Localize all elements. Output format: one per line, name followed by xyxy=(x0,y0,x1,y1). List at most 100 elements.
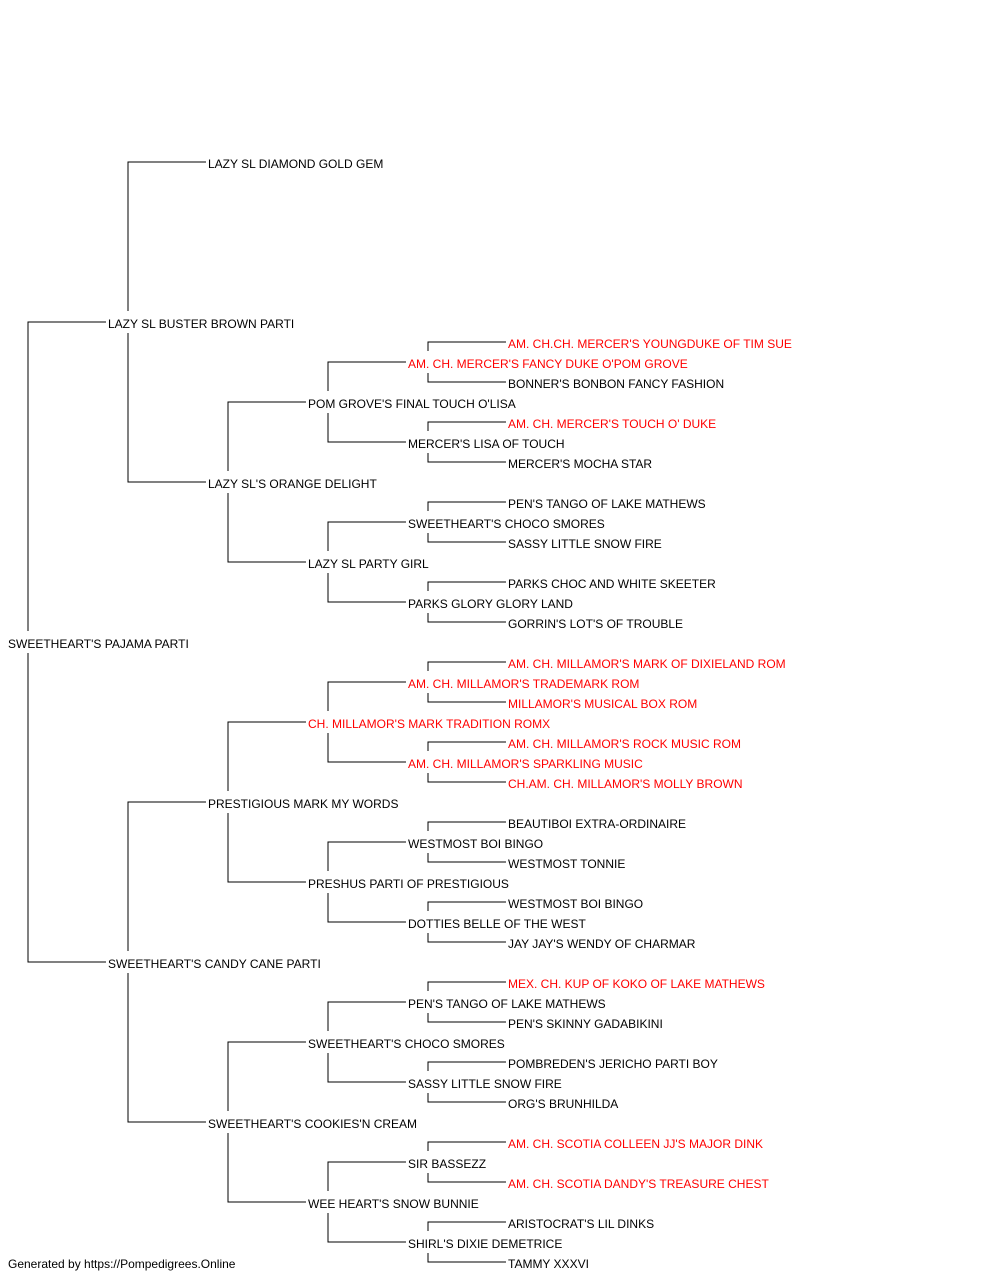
pedigree-node-ddsds: POMBREDEN'S JERICHO PARTI BOY xyxy=(508,1057,718,1071)
connector-ddddd xyxy=(427,1253,506,1263)
pedigree-node-ddsdd: ORG'S BRUNHILDA xyxy=(508,1097,618,1111)
connector-sdd xyxy=(227,493,306,563)
pedigree-node-ddsd: SASSY LITTLE SNOW FIRE xyxy=(408,1077,562,1091)
generated-by-footer: Generated by https://Pompedigrees.Online xyxy=(8,1257,236,1271)
pedigree-node-sdd: LAZY SL PARTY GIRL xyxy=(308,557,429,571)
connector-sddss xyxy=(427,501,506,511)
pedigree-node-ddddd: TAMMY XXXVI xyxy=(508,1257,589,1271)
pedigree-node-sdds: SWEETHEART'S CHOCO SMORES xyxy=(408,517,605,531)
pedigree-node-ddds: SIR BASSEZZ xyxy=(408,1157,486,1171)
pedigree-node-dsss: AM. CH. MILLAMOR'S TRADEMARK ROM xyxy=(408,677,639,691)
pedigree-node-sdsd: MERCER'S LISA OF TOUCH xyxy=(408,437,565,451)
pedigree-node-dd: SWEETHEART'S COOKIES'N CREAM xyxy=(208,1117,417,1131)
connector-sd xyxy=(127,333,206,483)
connector-sddd xyxy=(327,573,406,603)
connector-ddds xyxy=(327,1161,406,1191)
pedigree-node-sd: LAZY SL'S ORANGE DELIGHT xyxy=(208,477,377,491)
connector-dsdsd xyxy=(427,853,506,863)
pedigree-node-sdsss: AM. CH.CH. MERCER'S YOUNGDUKE OF TIM SUE xyxy=(508,337,792,351)
pedigree-nodes: SWEETHEART'S PAJAMA PARTI LAZY SL BUSTER … xyxy=(8,157,792,1271)
connector-dddds xyxy=(427,1221,506,1231)
connector-dd xyxy=(127,973,206,1123)
pedigree-node-sdssd: BONNER'S BONBON FANCY FASHION xyxy=(508,377,724,391)
pedigree-node-d: SWEETHEART'S CANDY CANE PARTI xyxy=(108,957,321,971)
pedigree-node-dddss: AM. CH. SCOTIA COLLEEN JJ'S MAJOR DINK xyxy=(508,1137,763,1151)
pedigree-node-dsdd: DOTTIES BELLE OF THE WEST xyxy=(408,917,586,931)
pedigree-node-sdsdd: MERCER'S MOCHA STAR xyxy=(508,457,652,471)
connector-dssdd xyxy=(427,773,506,783)
pedigree-node-sdddd: GORRIN'S LOT'S OF TROUBLE xyxy=(508,617,683,631)
pedigree-node-dsd: PRESHUS PARTI OF PRESTIGIOUS xyxy=(308,877,509,891)
pedigree-node-dssss: AM. CH. MILLAMOR'S MARK OF DIXIELAND ROM xyxy=(508,657,786,671)
connector-sdddd xyxy=(427,613,506,623)
pedigree-node-dssdd: CH.AM. CH. MILLAMOR'S MOLLY BROWN xyxy=(508,777,743,791)
pedigree-node-dds: SWEETHEART'S CHOCO SMORES xyxy=(308,1037,505,1051)
connector-sdsdd xyxy=(427,453,506,463)
connector-dssss xyxy=(427,661,506,671)
connector-dsddd xyxy=(427,933,506,943)
pedigree-node-dsdsd: WESTMOST TONNIE xyxy=(508,857,625,871)
connector-ddss xyxy=(327,1001,406,1031)
connector-ddssd xyxy=(427,1013,506,1023)
connector-sdsss xyxy=(427,341,506,351)
connector-dssds xyxy=(427,741,506,751)
connector-dddsd xyxy=(427,1173,506,1183)
connector-sddds xyxy=(427,581,506,591)
pedigree-node-ddssd: PEN'S SKINNY GADABIKINI xyxy=(508,1017,663,1031)
connector-dddss xyxy=(427,1141,506,1151)
connector-dds xyxy=(227,1041,306,1111)
connector-dsds xyxy=(327,841,406,871)
connector-dsdd xyxy=(327,893,406,923)
pedigree-node-sds: POM GROVE'S FINAL TOUCH O'LISA xyxy=(308,397,516,411)
connector-dsssd xyxy=(427,693,506,703)
pedigree-node-dsssd: MILLAMOR'S MUSICAL BOX ROM xyxy=(508,697,697,711)
pedigree-node-dssds: AM. CH. MILLAMOR'S ROCK MUSIC ROM xyxy=(508,737,741,751)
pedigree-node-dddsd: AM. CH. SCOTIA DANDY'S TREASURE CHEST xyxy=(508,1177,769,1191)
connector-sdss xyxy=(327,361,406,391)
connector-dsdss xyxy=(427,821,506,831)
pedigree-node-sdsds: AM. CH. MERCER'S TOUCH O' DUKE xyxy=(508,417,716,431)
connector-ddd xyxy=(227,1133,306,1203)
connector-sdssd xyxy=(427,373,506,383)
pedigree-node-sddds: PARKS CHOC AND WHITE SKEETER xyxy=(508,577,716,591)
connector-dssd xyxy=(327,733,406,763)
connector-sds xyxy=(227,401,306,471)
pedigree-node-s: LAZY SL BUSTER BROWN PARTI xyxy=(108,317,294,331)
connector-sdsd xyxy=(327,413,406,443)
pedigree-connectors xyxy=(27,161,506,1263)
connector-dddd xyxy=(327,1213,406,1243)
pedigree-node-dss: CH. MILLAMOR'S MARK TRADITION ROMX xyxy=(308,717,550,731)
connector-dsd xyxy=(227,813,306,883)
pedigree-node-ddss: PEN'S TANGO OF LAKE MATHEWS xyxy=(408,997,606,1011)
connector-ddsd xyxy=(327,1053,406,1083)
pedigree-node-sddss: PEN'S TANGO OF LAKE MATHEWS xyxy=(508,497,706,511)
connector-sdsds xyxy=(427,421,506,431)
pedigree-node-ss: LAZY SL DIAMOND GOLD GEM xyxy=(208,157,383,171)
pedigree-node-ddsss: MEX. CH. KUP OF KOKO OF LAKE MATHEWS xyxy=(508,977,765,991)
pedigree-node-dsddd: JAY JAY'S WENDY OF CHARMAR xyxy=(508,937,696,951)
pedigree-node-dsdss: BEAUTIBOI EXTRA-ORDINAIRE xyxy=(508,817,686,831)
pedigree-node-root: SWEETHEART'S PAJAMA PARTI xyxy=(8,637,189,651)
connector-ddsdd xyxy=(427,1093,506,1103)
connector-dsdds xyxy=(427,901,506,911)
connector-sdds xyxy=(327,521,406,551)
connector-ds xyxy=(127,801,206,951)
pedigree-node-dsdds: WESTMOST BOI BINGO xyxy=(508,897,643,911)
connector-dss xyxy=(227,721,306,791)
pedigree-node-ddd: WEE HEART'S SNOW BUNNIE xyxy=(308,1197,479,1211)
connector-d xyxy=(27,653,106,963)
connector-sddsd xyxy=(427,533,506,543)
pedigree-node-dssd: AM. CH. MILLAMOR'S SPARKLING MUSIC xyxy=(408,757,643,771)
connector-ddsss xyxy=(427,981,506,991)
connector-ss xyxy=(127,161,206,311)
pedigree-node-dddds: ARISTOCRAT'S LIL DINKS xyxy=(508,1217,654,1231)
pedigree-node-dddd: SHIRL'S DIXIE DEMETRICE xyxy=(408,1237,562,1251)
connector-ddsds xyxy=(427,1061,506,1071)
pedigree-node-sdss: AM. CH. MERCER'S FANCY DUKE O'POM GROVE xyxy=(408,357,688,371)
pedigree-node-sddsd: SASSY LITTLE SNOW FIRE xyxy=(508,537,662,551)
connector-dsss xyxy=(327,681,406,711)
connector-s xyxy=(27,321,106,631)
pedigree-node-sddd: PARKS GLORY GLORY LAND xyxy=(408,597,573,611)
pedigree-node-dsds: WESTMOST BOI BINGO xyxy=(408,837,543,851)
